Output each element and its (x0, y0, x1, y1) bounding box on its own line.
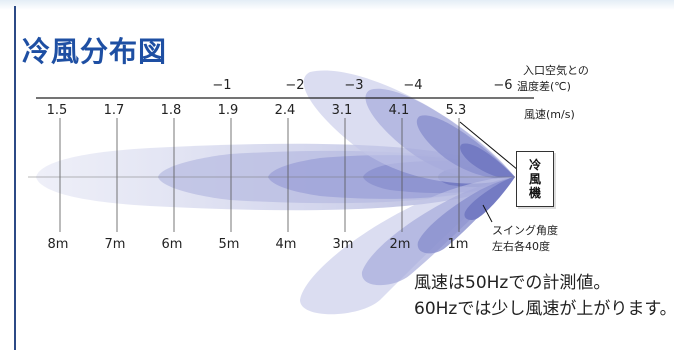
wind-speed-value: 1.8 (160, 103, 182, 118)
distance-label: 7m (104, 237, 126, 252)
swing-leader-line (482, 204, 493, 223)
left-frame-line (14, 6, 16, 350)
air-conditioner-unit: 冷 風 機 (516, 151, 554, 207)
note-line1: 風速は50Hzでの計測値。 (414, 273, 611, 293)
wind-speed-value: 5.3 (445, 103, 467, 118)
swing-angle-line1: スイング角度 (492, 224, 558, 237)
wind-speed-value: 1.9 (217, 103, 239, 118)
wind-speed-value: 1.5 (46, 103, 68, 118)
temp-diff-value: −4 (403, 78, 423, 93)
distance-label: 4m (275, 237, 297, 252)
unit-char: 機 (528, 186, 541, 200)
distance-label: 5m (218, 237, 240, 252)
temp-diff-value: −6 (493, 78, 513, 93)
unit-char: 冷 (528, 158, 541, 172)
top-frame (0, 0, 674, 10)
temp-diff-value: −3 (344, 78, 364, 93)
lower-airflow (300, 176, 515, 315)
swing-angle-line2: 左右各40度 (492, 240, 550, 253)
distance-gridlines (59, 118, 460, 232)
temp-diff-label-line2: 温度差(℃) (517, 80, 571, 93)
distance-label: 3m (332, 237, 354, 252)
temp-diff-value: −2 (285, 78, 305, 93)
note-line2: 60Hzでは少し風速が上がります。 (414, 299, 674, 319)
swing-upper-line (459, 121, 519, 171)
wind-speed-value: 1.7 (103, 103, 125, 118)
unit-char: 風 (528, 172, 541, 186)
wind-speed-unit-label: 風速(m/s) (524, 108, 575, 121)
temp-diff-label-line1: 入口空気との (523, 64, 589, 77)
wind-speed-value: 3.1 (331, 103, 353, 118)
wind-speed-value: 2.4 (274, 103, 296, 118)
distance-label: 6m (161, 237, 183, 252)
distance-label: 8m (47, 237, 69, 252)
distance-label: 1m (447, 237, 469, 252)
temp-diff-value: −1 (212, 78, 232, 93)
page-title: 冷風分布図 (22, 35, 168, 68)
wind-speed-value: 4.1 (388, 103, 410, 118)
upper-airflow (303, 70, 515, 184)
distance-label: 2m (389, 237, 411, 252)
